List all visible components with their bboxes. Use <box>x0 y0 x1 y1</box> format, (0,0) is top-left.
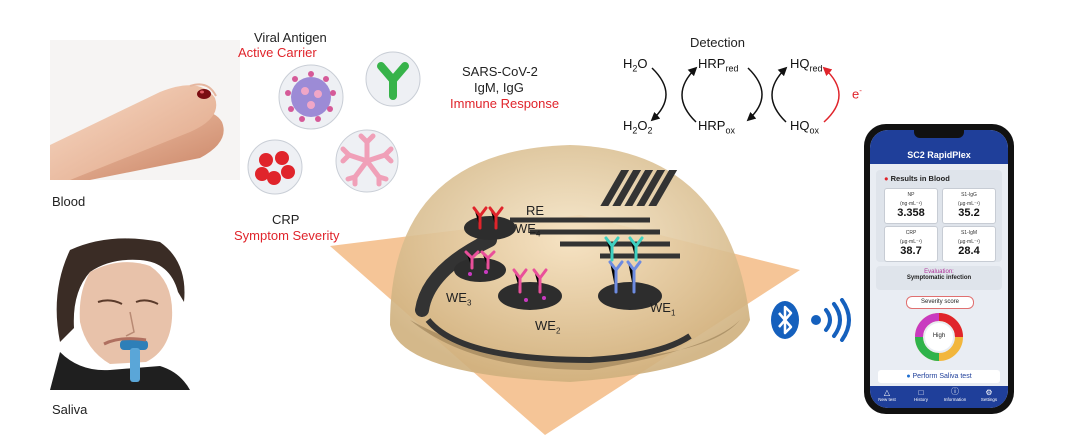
we3-label: WE3 <box>446 290 472 308</box>
evaluation-value: Symptomatic infection <box>906 275 972 281</box>
target-label: SARS-CoV-2 <box>462 64 538 79</box>
redox-cycle-arrows <box>650 66 840 123</box>
blood-label: Blood <box>52 194 86 209</box>
we1-label: WE1 <box>650 300 676 318</box>
result-cell-s1-igg: S1-IgG(µg·mL⁻¹)35.2 <box>942 188 996 224</box>
nav-history[interactable]: □History <box>913 388 928 402</box>
active-carrier-label: Active Carrier <box>238 45 317 60</box>
bluetooth-icon <box>771 301 799 339</box>
app-title: SC2 RapidPlex <box>907 150 971 160</box>
blood-sample-image <box>50 40 240 180</box>
h2o-label: H2O <box>623 56 648 74</box>
results-header: ● Results in Blood <box>884 174 950 183</box>
re-label: RE <box>526 203 545 218</box>
hrp-ox-label: HRPox <box>698 118 735 136</box>
history-icon: □ <box>918 388 924 397</box>
h2o2-label: H2O2 <box>623 118 653 136</box>
saliva-label: Saliva <box>52 402 88 417</box>
detection-title: Detection <box>690 35 745 50</box>
we4-label: WE4 <box>515 221 541 239</box>
evaluation-panel: Evaluation: Symptomatic infection <box>876 266 1002 290</box>
igm-icon <box>334 128 400 194</box>
flask-icon: △ <box>883 388 891 397</box>
hrp-red-label: HRPred <box>698 56 739 74</box>
hq-red-label: HQred <box>790 56 823 74</box>
result-cell-s1-igm: S1-IgM(µg·mL⁻¹)28.4 <box>942 226 996 262</box>
crp-label: CRP <box>272 212 300 227</box>
severity-gauge <box>915 313 963 361</box>
gauge-value: High <box>932 333 946 339</box>
we2-label: WE2 <box>535 318 561 336</box>
phone-notch <box>914 130 964 138</box>
antibodies-label: IgM, IgG <box>474 80 524 95</box>
evaluation-label: Evaluation: <box>924 269 954 275</box>
saliva-test-button[interactable]: ● Perform Saliva test <box>878 370 1000 383</box>
sensor-dome-illustration <box>330 145 800 435</box>
wireless-signal-icon <box>811 298 851 342</box>
info-icon: ⓘ <box>951 387 959 396</box>
result-cell-crp: CRP(µg·mL⁻¹)38.7 <box>884 226 938 262</box>
smartphone: SC2 RapidPlex ● Results in Blood NP(ng·m… <box>864 124 1014 414</box>
immune-response-label: Immune Response <box>450 96 560 111</box>
result-cell-np: NP(ng·mL⁻¹)3.358 <box>884 188 938 224</box>
symptom-severity-label: Symptom Severity <box>234 228 340 243</box>
nav-new-test[interactable]: △New test <box>878 388 896 402</box>
crp-icon <box>246 138 304 196</box>
hq-ox-label: HQox <box>790 118 820 136</box>
nav-settings[interactable]: ⚙Settings <box>980 388 998 402</box>
phone-screen: SC2 RapidPlex ● Results in Blood NP(ng·m… <box>870 130 1008 408</box>
antibody-icon <box>364 50 422 108</box>
viral-antigen-label: Viral Antigen <box>254 30 327 45</box>
saliva-sample-image <box>50 232 190 390</box>
results-panel: ● Results in Blood NP(ng·mL⁻¹)3.358 S1-I… <box>876 170 1002 262</box>
viral-antigen-icon <box>276 62 346 132</box>
gear-icon: ⚙ <box>985 388 993 397</box>
saliva-drop-icon: ● <box>906 373 911 380</box>
blood-drop-icon: ● <box>884 174 889 183</box>
electron-label: e- <box>852 86 862 102</box>
severity-score-button[interactable]: Severity score <box>906 296 974 309</box>
